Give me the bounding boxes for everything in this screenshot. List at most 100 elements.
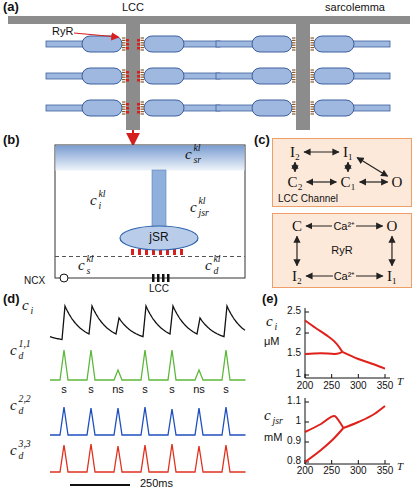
text-label: 250ms: [140, 478, 173, 489]
sr-stalk: [46, 73, 84, 79]
sr-stalk: [352, 73, 390, 79]
lcc-channel-tick: [162, 274, 165, 282]
scale-bar: [70, 484, 130, 486]
text-label: 200: [297, 466, 314, 476]
ryr-tick: [141, 109, 145, 110]
edge-label: Ca²⁺: [333, 271, 357, 282]
ryr-tick: [122, 37, 126, 38]
state-label: I₁: [343, 144, 353, 161]
axis-tick: [305, 375, 309, 376]
ryr-tick: [141, 77, 145, 78]
math-symbol: c: [78, 258, 85, 273]
ryr-tick: [141, 101, 145, 102]
text-label: 0.8: [287, 456, 301, 466]
math-symbol: i: [31, 306, 34, 316]
axis-tick: [305, 374, 306, 378]
transition-arrow: [357, 158, 387, 177]
ryr-tick: [292, 37, 296, 38]
ryr-tick: [311, 77, 315, 78]
sr-stalk: [352, 105, 390, 111]
jsr-blob: [82, 100, 122, 116]
jsr-blob: [252, 100, 292, 116]
ncx-symbol: [60, 274, 68, 282]
text-label: 2: [295, 327, 301, 337]
lcc-mark: [137, 103, 140, 106]
edge-label: Ca²⁺: [332, 221, 356, 232]
math-symbol: T: [397, 461, 403, 472]
jsr-ellipse: jSR: [119, 225, 199, 251]
ryr-tick: [292, 42, 296, 43]
math-symbol: kl: [214, 254, 221, 264]
lcc-mark: [137, 43, 140, 46]
ryr-tick: [292, 72, 296, 73]
lcc-mark: [126, 43, 129, 46]
ryr-tick: [141, 42, 145, 43]
axis-tick: [385, 374, 386, 378]
node-title: LCC Channel: [278, 193, 338, 204]
math-symbol: 3,3: [19, 439, 31, 449]
ryr-cluster-tick: [131, 249, 134, 255]
sr-stalk: [216, 105, 254, 111]
text-label: mM: [264, 432, 282, 443]
ryr-cluster-tick: [180, 249, 183, 255]
state-node: C: [290, 218, 304, 235]
lcc-mark: [126, 75, 129, 78]
lcc-mark: [126, 79, 129, 82]
lcc-mark: [126, 107, 129, 110]
lcc-mark: [137, 79, 140, 82]
state-node: I₁: [385, 268, 399, 285]
ryr-tick: [141, 74, 145, 75]
ryr-tick: [311, 47, 315, 48]
lcc-mark: [126, 47, 129, 50]
ryr-tick: [311, 40, 315, 41]
ryr-tick: [311, 111, 315, 112]
y-axis: [305, 308, 306, 378]
axis-tick: [358, 374, 359, 378]
math-symbol: c: [10, 343, 17, 358]
jsr-blob: [82, 36, 122, 52]
axis-tick: [331, 374, 332, 378]
text-label: μM: [264, 336, 280, 347]
ryr-tick: [141, 40, 145, 41]
jsr-blob: [82, 68, 122, 84]
x-axis: [305, 378, 390, 379]
math-symbol: jsr: [273, 416, 283, 426]
text-label: ns: [112, 384, 124, 395]
scheme-ground: [272, 213, 412, 288]
lcc-mark: [126, 103, 129, 106]
bifurcation-curve: [342, 352, 385, 369]
bifurcation-curve: [305, 428, 343, 462]
axis-tick: [305, 333, 309, 334]
ryr-tick: [292, 40, 296, 41]
ryr-tick: [122, 101, 126, 102]
ryr-tick: [122, 45, 126, 46]
ellipse-shape: [120, 226, 198, 250]
ryr-tick: [292, 106, 296, 107]
dyad-trace: [50, 444, 246, 472]
math-symbol: 1,1: [19, 339, 31, 349]
transition-arrow: [347, 162, 348, 172]
transition-arrow: [296, 236, 297, 266]
ryr-tick: [122, 74, 126, 75]
ryr-tick: [311, 104, 315, 105]
panel-letter: (d): [3, 292, 20, 305]
sr-stalk: [182, 105, 220, 111]
math-symbol: kl: [87, 254, 94, 264]
ryr-tick: [141, 45, 145, 46]
ryr-tick: [292, 74, 296, 75]
ryr-tick: [141, 79, 145, 80]
lcc-channel-tick: [157, 274, 160, 282]
lcc-mark: [137, 75, 140, 78]
ryr-tick: [311, 81, 315, 82]
math-symbol: sr: [194, 155, 202, 165]
state-label: I₂: [290, 144, 300, 161]
math-symbol: i: [275, 322, 278, 332]
text-label: 350: [377, 466, 394, 476]
ryr-tick: [122, 49, 126, 50]
ryr-tick: [141, 47, 145, 48]
t-tubule: [296, 24, 310, 130]
panel-letter: (b): [3, 133, 20, 146]
transition-arrow: [391, 236, 392, 266]
